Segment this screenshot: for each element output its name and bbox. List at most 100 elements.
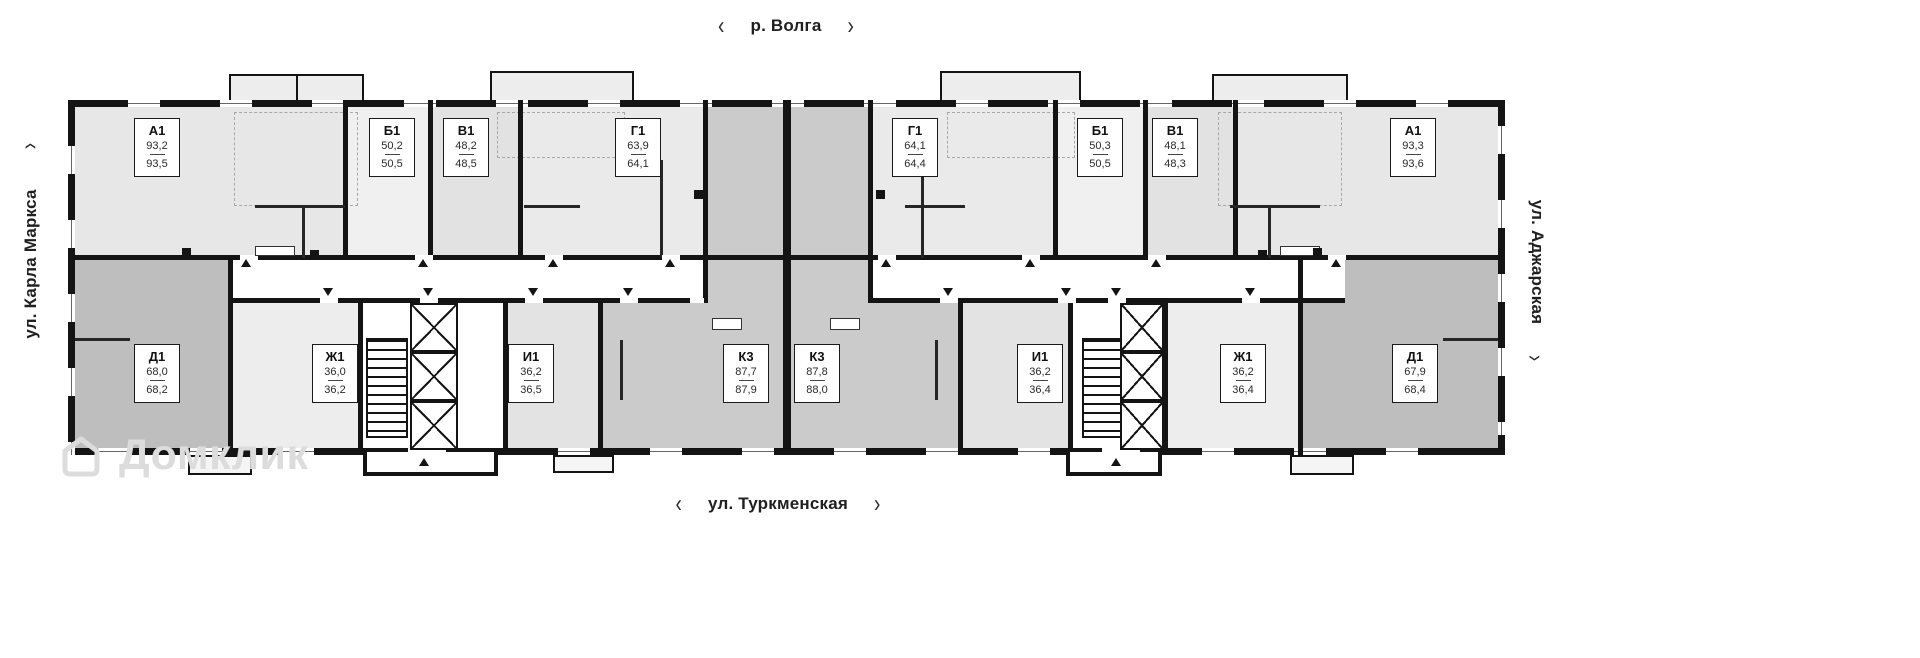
- column: [694, 190, 703, 199]
- elevator-icon: [1120, 303, 1164, 352]
- wall: [1068, 298, 1073, 455]
- door-opening: [1328, 255, 1346, 260]
- apartment-label-b1[interactable]: Б1 50,2 50,5: [369, 118, 415, 178]
- street-label-volga: ‹ р. Волга ›: [717, 12, 854, 40]
- entry-arrow-icon: [1111, 288, 1121, 296]
- wall: [870, 298, 1345, 303]
- wall: [518, 100, 523, 258]
- elevator-icon: [410, 401, 458, 450]
- partition: [75, 338, 130, 341]
- partition: [620, 340, 623, 400]
- wall: [703, 100, 708, 303]
- entry-arrow-icon: [1331, 259, 1341, 267]
- apartment-label-zh1[interactable]: Ж1 36,2 36,4: [1220, 344, 1266, 404]
- apartment-type: Д1: [148, 349, 166, 364]
- apartment-area-1: 36,0: [324, 365, 346, 378]
- apartment-label-a1[interactable]: А1 93,3 93,6: [1390, 118, 1436, 178]
- entry-arrow-icon: [418, 259, 428, 267]
- apartment-area-1: 68,0: [146, 365, 168, 378]
- apartment-area-1: 50,3: [1089, 139, 1111, 152]
- apartment-label-v1[interactable]: В1 48,1 48,3: [1152, 118, 1198, 178]
- door-opening: [940, 298, 958, 303]
- column: [182, 248, 191, 257]
- apartment-area-1: 87,7: [735, 365, 757, 378]
- apartment-area-2: 87,9: [735, 383, 757, 396]
- entry-arrow-icon: [423, 288, 433, 296]
- wall: [1233, 100, 1238, 258]
- door-opening: [525, 298, 543, 303]
- apartment-area-1: 36,2: [520, 365, 542, 378]
- street-label-turkmenskaya: ‹ ул. Туркменская ›: [675, 490, 880, 518]
- door-opening: [420, 298, 438, 303]
- apartment-label-k3[interactable]: К3 87,8 88,0: [794, 344, 840, 404]
- apartment-label-g1[interactable]: Г1 63,9 64,1: [615, 118, 661, 178]
- apartment-type: Д1: [1406, 349, 1424, 364]
- area-divider-line: [1407, 379, 1423, 381]
- apartment-type: К3: [738, 349, 754, 364]
- corridor-left: [230, 258, 705, 300]
- apartment-area-1: 50,2: [381, 139, 403, 152]
- apartment-label-v1[interactable]: В1 48,2 48,5: [443, 118, 489, 178]
- apartment-area-1: 87,8: [806, 365, 828, 378]
- apartment-area-2: 50,5: [381, 157, 403, 170]
- apartment-area-2: 68,4: [1404, 383, 1426, 396]
- apartment-label-k3[interactable]: К3 87,7 87,9: [723, 344, 769, 404]
- wall: [868, 100, 873, 303]
- wall: [343, 100, 348, 258]
- apartment-label-d1[interactable]: Д1 67,9 68,4: [1392, 344, 1438, 404]
- chevron-left-icon: ‹: [675, 490, 683, 518]
- street-label-adzharskaya: ул. Аджарская: [1527, 200, 1547, 325]
- chevron-left-icon: ‹: [717, 12, 725, 40]
- partition: [302, 205, 305, 258]
- entry-arrow-icon: [881, 259, 891, 267]
- apartment-label-b1[interactable]: Б1 50,3 50,5: [1077, 118, 1123, 178]
- entry-arrow-icon: [419, 458, 429, 466]
- domclick-logo-icon: [62, 436, 100, 477]
- area-divider-line: [630, 153, 646, 155]
- area-divider-line: [1092, 153, 1108, 155]
- apartment-area-2: 48,3: [1164, 157, 1186, 170]
- entry-arrow-icon: [1111, 458, 1121, 466]
- apartment-type: И1: [522, 349, 540, 364]
- dashed-outline: [497, 112, 625, 158]
- wall: [958, 298, 963, 455]
- apartment-area-2: 36,2: [324, 383, 346, 396]
- apartment-type: А1: [1404, 123, 1422, 138]
- wall: [230, 298, 705, 303]
- wall: [358, 298, 363, 455]
- entry-arrow-icon: [1151, 259, 1161, 267]
- apartment-type: К3: [809, 349, 825, 364]
- partition: [905, 205, 965, 208]
- apartment-label-i1[interactable]: И1 36,2 36,4: [1017, 344, 1063, 404]
- column: [1313, 248, 1322, 257]
- fixture: [712, 318, 742, 330]
- wall: [1298, 255, 1303, 455]
- door-opening: [620, 298, 638, 303]
- dashed-outline: [947, 112, 1075, 158]
- apartment-label-a1[interactable]: А1 93,2 93,5: [134, 118, 180, 178]
- chevron-up-icon: ‹: [17, 142, 45, 150]
- partition: [921, 160, 924, 258]
- area-divider-line: [523, 379, 539, 381]
- section-divider-wall: [783, 100, 791, 455]
- room-g1-left: [520, 100, 705, 258]
- column: [1258, 250, 1267, 259]
- partition: [1230, 205, 1320, 208]
- area-divider-line: [907, 153, 923, 155]
- apartment-area-2: 93,5: [146, 157, 168, 170]
- apartment-label-zh1[interactable]: Ж1 36,0 36,2: [312, 344, 358, 404]
- apartment-area-1: 93,2: [146, 139, 168, 152]
- apartment-label-g1[interactable]: Г1 64,1 64,4: [892, 118, 938, 178]
- apartment-label-d1[interactable]: Д1 68,0 68,2: [134, 344, 180, 404]
- apartment-area-2: 36,5: [520, 383, 542, 396]
- apartment-label-i1[interactable]: И1 36,2 36,5: [508, 344, 554, 404]
- area-divider-line: [327, 379, 343, 381]
- staircase: [1082, 338, 1124, 438]
- wall: [428, 100, 433, 258]
- street-name-adzharskaya: ул. Аджарская: [1528, 199, 1547, 325]
- dashed-outline: [234, 112, 358, 206]
- door-opening: [662, 255, 680, 260]
- apartment-type: Г1: [907, 123, 923, 138]
- apartment-area-2: 48,5: [455, 157, 477, 170]
- exterior-wall-left: [68, 100, 75, 455]
